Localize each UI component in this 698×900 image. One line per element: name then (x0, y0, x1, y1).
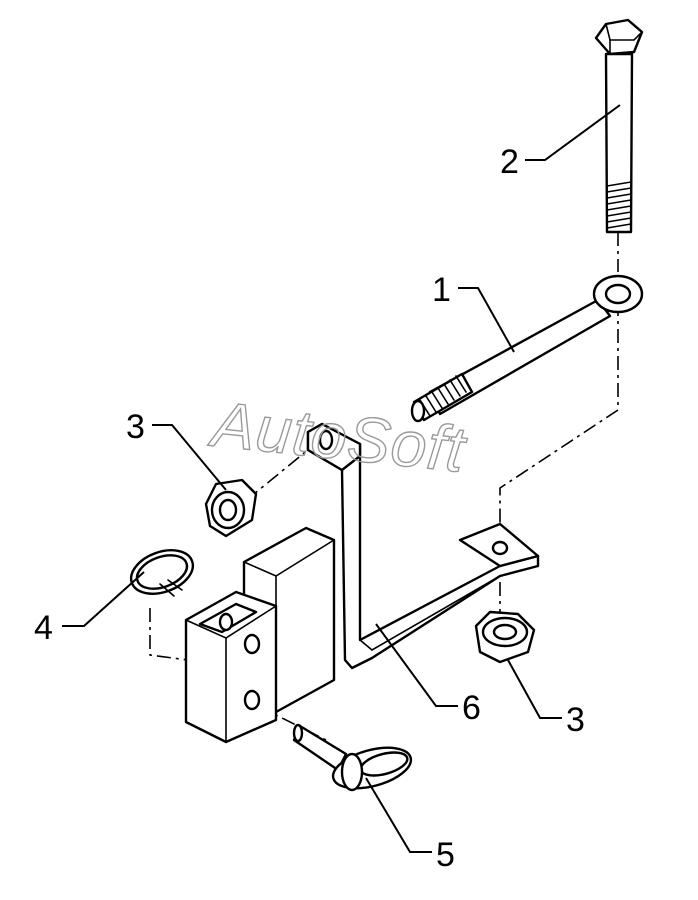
part-6-bracket (306, 422, 540, 670)
leader-2 (525, 104, 621, 161)
leader-3-lower (507, 659, 562, 719)
hinge-block (184, 526, 336, 744)
callout-labels: 1 2 3 3 4 5 6 (34, 143, 585, 874)
part-1-eye-rod (410, 274, 644, 423)
callout-4: 4 (34, 609, 53, 647)
callout-5: 5 (436, 836, 455, 874)
part-2-hex-bolt (594, 18, 644, 234)
leader-4 (62, 571, 145, 627)
rod-thread (419, 375, 467, 417)
leader-lines (62, 104, 621, 853)
leader-6 (375, 623, 458, 707)
bolt-thread (606, 181, 632, 229)
callout-3-upper: 3 (126, 408, 145, 446)
part-3-lock-nut-upper (204, 478, 258, 538)
callout-3-lower: 3 (566, 701, 585, 739)
callout-2: 2 (500, 143, 519, 181)
leader-5 (365, 777, 432, 853)
callout-1: 1 (432, 271, 451, 309)
part-4-snap-ring (129, 549, 195, 597)
leader-3-upper (152, 424, 227, 491)
part-5-pin (292, 723, 413, 792)
leader-1 (458, 287, 515, 353)
callout-6: 6 (462, 689, 481, 727)
part-3-lock-nut-lower (474, 610, 536, 664)
